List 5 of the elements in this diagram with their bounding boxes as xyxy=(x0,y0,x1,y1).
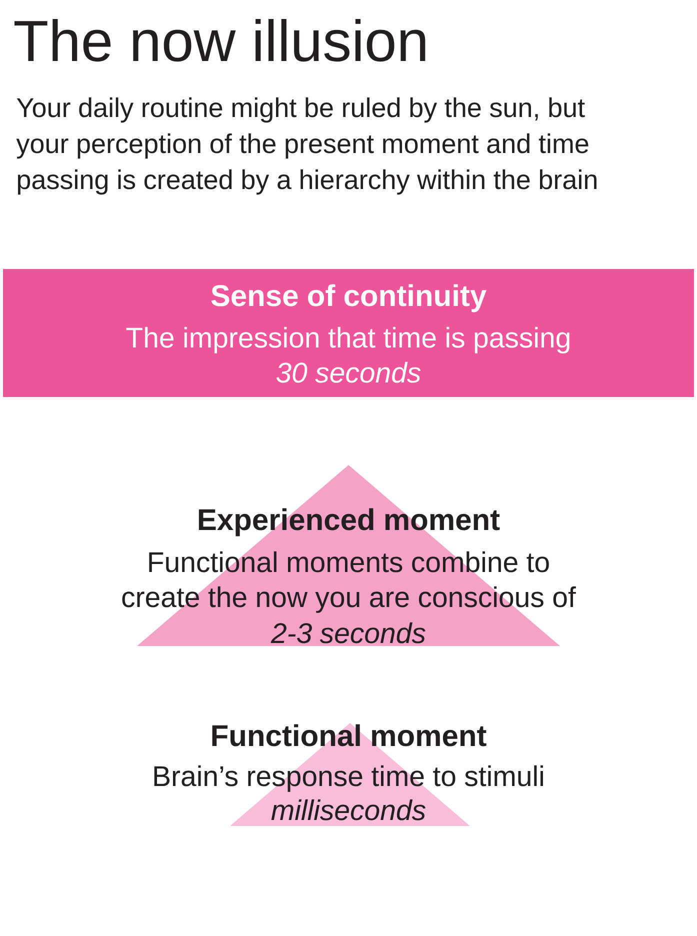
banner: Sense of continuity The impression that time is passing 30 seconds xyxy=(3,269,694,397)
triangle: Functional moment Brain’s response time to stimuli milliseconds xyxy=(154,723,543,826)
title: The now illusion xyxy=(14,18,426,62)
subtitle: Your daily routine might be ruled by the sun, but your perception of the present moment and time passing is created by a hierarchy within the brain xyxy=(16,97,596,195)
triangle: Experienced moment Functional moments combine to create the now you are conscious of 2-3 seconds xyxy=(122,465,576,646)
